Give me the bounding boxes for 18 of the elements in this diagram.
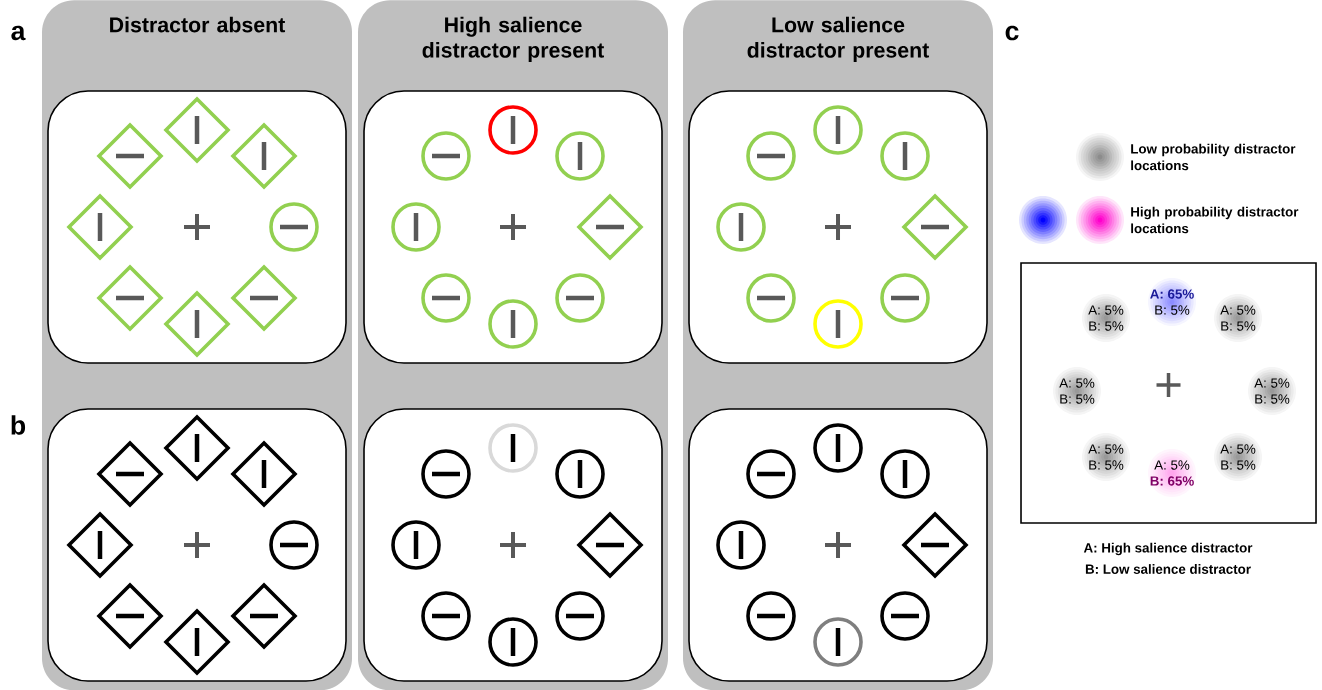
location-blob: A: 5% B: 5%	[1053, 367, 1101, 415]
key-text: A: High salience distractor	[1083, 542, 1253, 556]
legend-text: High probability distractor locations	[1131, 206, 1299, 234]
panel-letter: c	[1005, 25, 1019, 41]
column-heading: Distractor absent	[110, 16, 286, 33]
location-blob: A: 5% B: 65%	[1148, 449, 1196, 497]
location-blob: A: 5% B: 5%	[1214, 433, 1262, 481]
key-text: B: Low salience distractor	[1085, 564, 1251, 574]
location-blob: A: 5% B: 5%	[1082, 294, 1130, 342]
location-blob: A: 5% B: 5%	[1248, 367, 1296, 415]
panel-letter: b	[11, 415, 26, 435]
legend-text: Low probability distractor locations	[1131, 143, 1296, 171]
column-heading: High salience distractor present	[422, 16, 604, 62]
location-blob: A: 65% B: 5%	[1148, 278, 1196, 326]
location-blob: A: 5% B: 5%	[1214, 294, 1262, 342]
panel-letter: a	[11, 25, 26, 41]
location-blob: A: 5% B: 5%	[1082, 433, 1130, 481]
column-heading: Low salience distractor present	[747, 16, 929, 62]
